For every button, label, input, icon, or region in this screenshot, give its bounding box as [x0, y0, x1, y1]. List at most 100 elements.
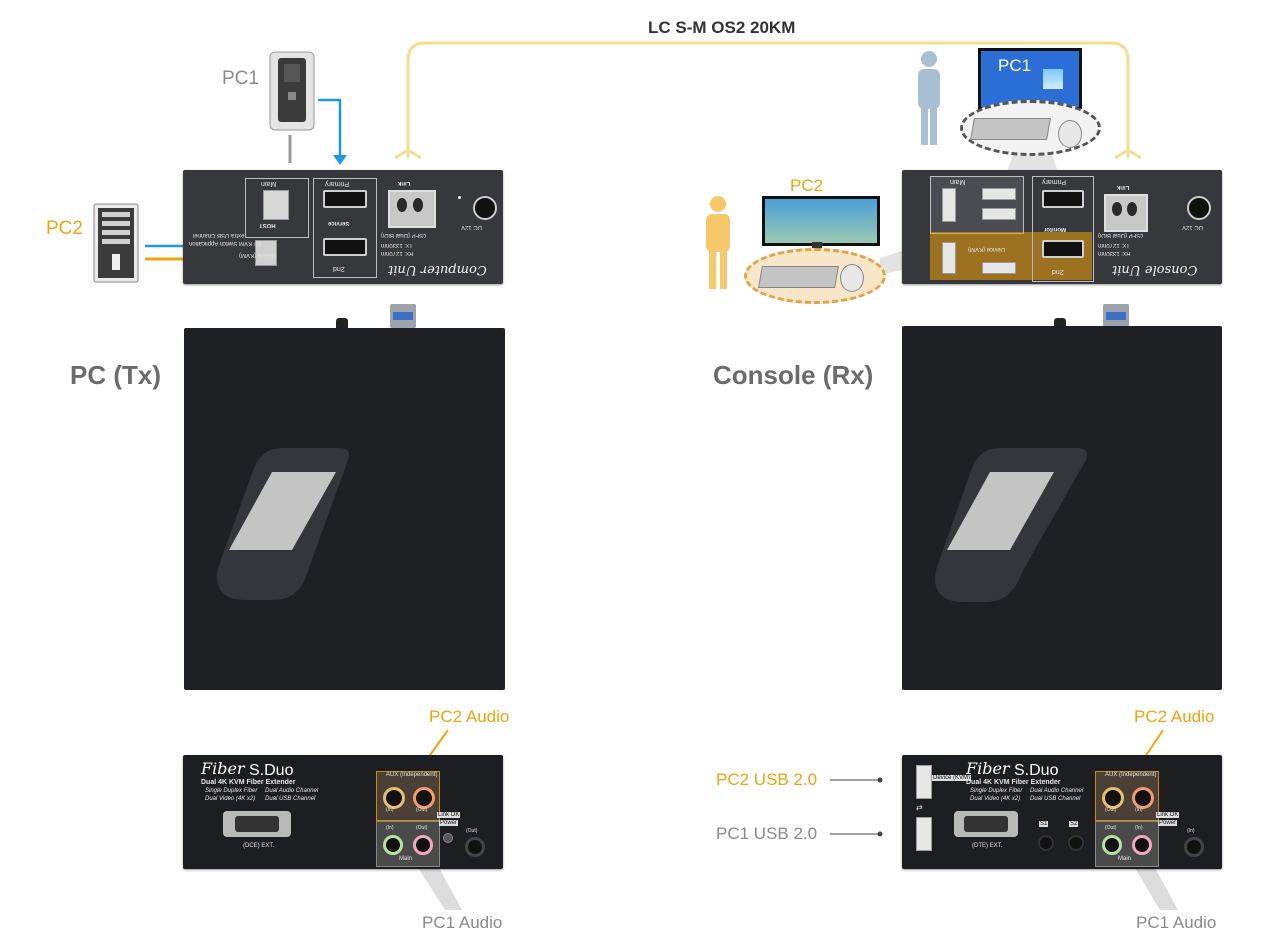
rx-primary-hdmi-port [1042, 190, 1084, 208]
rx-sfp-module [1103, 304, 1129, 328]
rx-pc2-usb-port [916, 765, 932, 799]
tx-feature-2: Dual Audio Channel [265, 788, 319, 794]
rx-pc1-usb-dot [877, 831, 883, 837]
tx-sfp-lc-1 [397, 198, 407, 212]
tx-main-usb-box [245, 178, 309, 238]
rx-pc2-keyboard-icon [758, 266, 839, 288]
rx-aux-in-text: (In) [1135, 807, 1143, 813]
tx-usb-note-1: extra USB Channel [193, 232, 245, 238]
tx-pc1-audio-label: PC1 Audio [422, 913, 503, 932]
tx-aux-out-text: (Out) [416, 807, 428, 813]
tx-section-label: PC (Tx) [70, 360, 161, 390]
tx-serial-label: (DCE) EXT. [243, 843, 275, 849]
tx-service-text: Service [328, 220, 350, 226]
tx-main-out-text: (Out) [416, 825, 428, 831]
rx-pc1-windows-logo [1043, 69, 1063, 89]
rx-rear-panel: Main Device (KVM) Primary 2nd Monitor Li… [902, 170, 1222, 284]
fiber-connector-right [1114, 148, 1142, 160]
rx-pc1-mouse-icon [1058, 120, 1082, 148]
pc1-usb-arrow [333, 155, 347, 165]
rx-brand-model: S.Duo [1014, 762, 1059, 779]
rx-pc2-usb-label: PC2 USB 2.0 [716, 770, 818, 789]
tx-ir-jack [465, 837, 485, 857]
pc1-tower-icon [269, 51, 315, 131]
tx-brand-fiber: Fiber [201, 759, 245, 778]
rx-feature-4: Dual USB Channel [1030, 796, 1081, 802]
tx-pc1-label: PC1 [222, 68, 259, 89]
rx-main-usb-a-2 [982, 188, 1016, 200]
tx-unit-body [184, 328, 505, 690]
rx-primary-text: Primary [1042, 178, 1067, 185]
rx-serial-label: (DTE) EXT. [972, 843, 1003, 849]
tx-sfp-lc-2 [413, 198, 423, 212]
rx-pc1-label: PC1 [998, 56, 1032, 75]
tx-feature-4: Dual USB Channel [265, 796, 316, 802]
tx-front-window-art [217, 448, 349, 600]
rx-sfp-lc-2 [1127, 202, 1137, 216]
tx-linkok-text: Link OK [437, 812, 461, 818]
tx-device-text: Device (KVM) [239, 252, 277, 258]
tx-2nd-hdmi-port [323, 238, 367, 256]
tx-sfp-tx: Tx: 1330nm [381, 242, 413, 248]
rx-section-label: Console (Rx) [713, 360, 874, 390]
tx-link-text: Link [398, 180, 411, 186]
tx-rear-panel: Main Primary 2nd Device (KVM) HOST extra… [183, 170, 503, 284]
tx-aux-in-text: (In) [386, 807, 394, 813]
rx-brand-fiber: Fiber [966, 759, 1010, 778]
tx-pc2-label: PC2 [46, 218, 83, 239]
tx-brand-model: S.Duo [249, 762, 294, 779]
tx-device-usb-port [255, 240, 277, 266]
rx-pc1-keyboard-icon [970, 118, 1051, 140]
tx-power-led [458, 196, 461, 199]
tx-ir-out-text: (Out) [466, 828, 478, 834]
rx-s1-button [1038, 835, 1054, 851]
fiber-connector-left [394, 148, 422, 160]
rx-pc1-usb-label: PC1 USB 2.0 [716, 824, 818, 843]
fiber-link-label: LC S-M OS2 20KM [648, 18, 796, 37]
tx-pc2-audio-label: PC2 Audio [429, 707, 510, 726]
tx-sfp-label: cSFP (Dual BiDi) [381, 232, 427, 238]
rx-unit-body [902, 326, 1222, 690]
rx-feature-2: Dual Audio Channel [1030, 788, 1084, 794]
tx-serial-socket [235, 816, 279, 832]
rx-device-usb-a-1 [942, 242, 956, 274]
rx-link-text: Link [1117, 184, 1130, 190]
tx-feature-1: Single Duplex Fiber [205, 788, 258, 794]
tx-main-out-jack [413, 835, 433, 855]
rx-ir-jack [1184, 837, 1204, 857]
tx-power-label: Power [439, 820, 459, 826]
tx-status-led [443, 833, 453, 843]
rx-top-screw [1054, 318, 1066, 328]
rx-power-label: Power [1158, 820, 1178, 826]
rx-2nd-text: 2nd [1052, 268, 1064, 275]
rx-pc2-user-icon [706, 196, 730, 289]
rx-sfp-label: cSFP (Dual BiDi) [1098, 232, 1144, 238]
tx-aux-out-jack [413, 787, 435, 809]
rx-sfp-cage [1104, 194, 1148, 232]
rx-pc1-usb-port [916, 817, 932, 851]
rx-main-text: Main [950, 178, 966, 185]
tx-sfp-cage [388, 190, 436, 228]
pc1-usb-cable [318, 98, 342, 160]
rx-sfp-rx: Rx: 1330nm [1098, 250, 1131, 256]
tx-power-text: DC 12V [461, 224, 483, 230]
tx-main-text: Main [261, 180, 277, 187]
tx-host-text: HOST [259, 222, 276, 228]
rx-pc2-mouse-icon [840, 264, 864, 292]
rx-linkok-text: Link OK [1156, 812, 1180, 818]
rx-product-line: Dual 4K KVM Fiber Extender [966, 779, 1061, 786]
rx-aux-out-jack [1132, 787, 1154, 809]
rx-device-text: Device (KVM) [968, 246, 1006, 252]
tx-power-jack [473, 196, 497, 220]
rx-sfp-lc-1 [1112, 202, 1122, 216]
tx-feature-3: Dual Video (4K x2) [205, 796, 256, 802]
tx-aux-label: AUX (Independent) [386, 772, 438, 778]
tx-top-screw [336, 318, 348, 328]
rx-pc1-audio-label: PC1 Audio [1136, 913, 1217, 932]
tx-product-line: Dual 4K KVM Fiber Extender [201, 779, 296, 786]
rx-unit-name: Console Unit [1112, 262, 1198, 277]
tx-primary-hdmi-port [323, 190, 367, 208]
rx-main-out-jack [1102, 835, 1122, 855]
rx-pc2-usb-dot [877, 777, 883, 783]
rx-main-in-jack [1132, 835, 1152, 855]
